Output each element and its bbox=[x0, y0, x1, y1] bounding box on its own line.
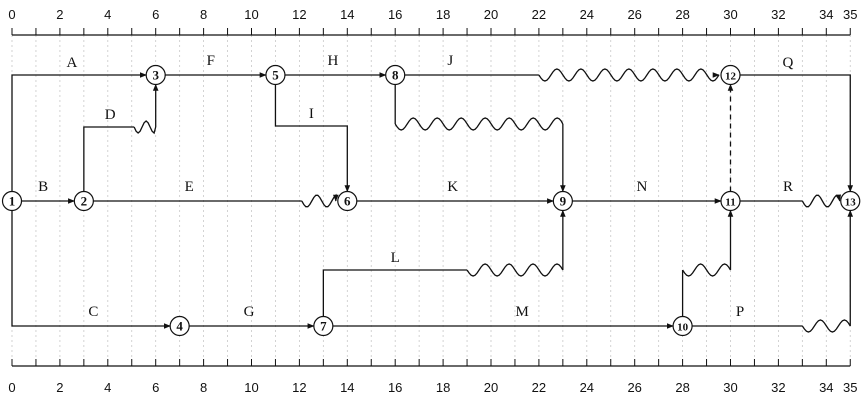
tick-label: 24 bbox=[580, 380, 594, 395]
node-label: 5 bbox=[272, 68, 279, 83]
activity-label-j: J bbox=[447, 53, 453, 69]
tick-label: 26 bbox=[627, 380, 641, 395]
activity-c bbox=[11, 210, 171, 329]
tick-label: 8 bbox=[200, 380, 207, 395]
node-12: 12 bbox=[720, 64, 741, 86]
tick-label: 14 bbox=[340, 380, 354, 395]
tick-label: 28 bbox=[675, 7, 689, 22]
activity-label-c: C bbox=[88, 304, 98, 320]
node-5: 5 bbox=[265, 64, 286, 86]
tick-label: 14 bbox=[340, 7, 354, 22]
node-4: 4 bbox=[169, 315, 190, 337]
tick-label: 4 bbox=[104, 380, 111, 395]
node-3: 3 bbox=[145, 64, 166, 86]
activity-j bbox=[404, 68, 720, 82]
node-label: 1 bbox=[9, 194, 16, 209]
activity-labels: A B C D E F G H I J K L M N P Q R bbox=[38, 53, 793, 320]
activity-label-g: G bbox=[244, 304, 255, 320]
node-11: 11 bbox=[720, 190, 741, 212]
activity-label-b: B bbox=[38, 179, 48, 195]
tick-label: 32 bbox=[771, 7, 785, 22]
tick-label: 30 bbox=[723, 380, 737, 395]
node-10: 10 bbox=[672, 315, 693, 337]
node-label: 11 bbox=[725, 197, 735, 209]
activity-r bbox=[740, 194, 842, 208]
tick-label: 34 bbox=[819, 7, 833, 22]
activity-l bbox=[322, 209, 566, 317]
tick-label: 10 bbox=[244, 380, 258, 395]
node-label: 9 bbox=[560, 194, 567, 209]
activity-i bbox=[274, 84, 351, 193]
activity-label-r: R bbox=[783, 179, 793, 195]
tick-label: 6 bbox=[152, 380, 159, 395]
node-label: 6 bbox=[344, 194, 351, 209]
activity-10-11 bbox=[681, 209, 734, 317]
activity-label-e: E bbox=[185, 179, 194, 195]
activity-q bbox=[740, 74, 854, 193]
tick-label: 6 bbox=[152, 7, 159, 22]
tick-label: 12 bbox=[292, 380, 306, 395]
tick-label: 4 bbox=[104, 7, 111, 22]
tick-label: 2 bbox=[56, 7, 63, 22]
tick-label: 34 bbox=[819, 380, 833, 395]
activity-8-9 bbox=[394, 84, 566, 193]
tick-label: 18 bbox=[436, 380, 450, 395]
activity-label-h: H bbox=[328, 53, 339, 69]
tick-label: 0 bbox=[8, 380, 15, 395]
activity-e bbox=[93, 193, 339, 208]
tick-label: 8 bbox=[200, 7, 207, 22]
activity-label-a: A bbox=[66, 55, 77, 71]
activity-label-f: F bbox=[207, 53, 215, 69]
activity-label-m: M bbox=[515, 304, 528, 320]
tick-label: 0 bbox=[8, 7, 15, 22]
activity-label-k: K bbox=[447, 179, 458, 195]
tick-label: 22 bbox=[532, 7, 546, 22]
tick-label: 24 bbox=[580, 7, 594, 22]
activity-label-i: I bbox=[309, 106, 314, 122]
tick-label: 20 bbox=[484, 380, 498, 395]
tick-label: 18 bbox=[436, 7, 450, 22]
tick-label: 35 bbox=[843, 380, 857, 395]
tick-label: 16 bbox=[388, 380, 402, 395]
node-6: 6 bbox=[337, 190, 358, 212]
tick-label: 12 bbox=[292, 7, 306, 22]
node-8: 8 bbox=[385, 64, 406, 86]
node-1: 1 bbox=[1, 190, 23, 212]
node-label: 13 bbox=[845, 197, 857, 209]
activity-label-d: D bbox=[105, 107, 116, 123]
node-13: 13 bbox=[840, 190, 861, 212]
tick-label: 22 bbox=[532, 380, 546, 395]
node-2: 2 bbox=[73, 190, 94, 212]
activity-p bbox=[692, 209, 854, 333]
node-label: 7 bbox=[320, 319, 327, 334]
tick-label: 32 bbox=[771, 380, 785, 395]
tick-label: 26 bbox=[627, 7, 641, 22]
activity-label-q: Q bbox=[783, 55, 794, 71]
tick-label: 28 bbox=[675, 380, 689, 395]
tick-label: 16 bbox=[388, 7, 402, 22]
tick-label: 10 bbox=[244, 7, 258, 22]
node-label: 3 bbox=[152, 68, 159, 83]
activity-arrows bbox=[11, 68, 854, 333]
activity-label-p: P bbox=[736, 304, 744, 320]
tick-label: 2 bbox=[56, 380, 63, 395]
activity-label-n: N bbox=[636, 179, 647, 195]
node-label: 10 bbox=[677, 322, 689, 334]
node-label: 2 bbox=[81, 194, 88, 209]
activity-d bbox=[83, 83, 159, 192]
node-label: 12 bbox=[725, 71, 737, 83]
node-label: 8 bbox=[392, 68, 399, 83]
node-7: 7 bbox=[313, 315, 334, 337]
activity-a bbox=[11, 72, 147, 192]
tick-label: 35 bbox=[843, 7, 857, 22]
node-label: 4 bbox=[176, 319, 183, 334]
tick-label: 20 bbox=[484, 7, 498, 22]
activity-label-l: L bbox=[391, 250, 400, 266]
tick-label: 30 bbox=[723, 7, 737, 22]
node-9: 9 bbox=[552, 190, 573, 212]
